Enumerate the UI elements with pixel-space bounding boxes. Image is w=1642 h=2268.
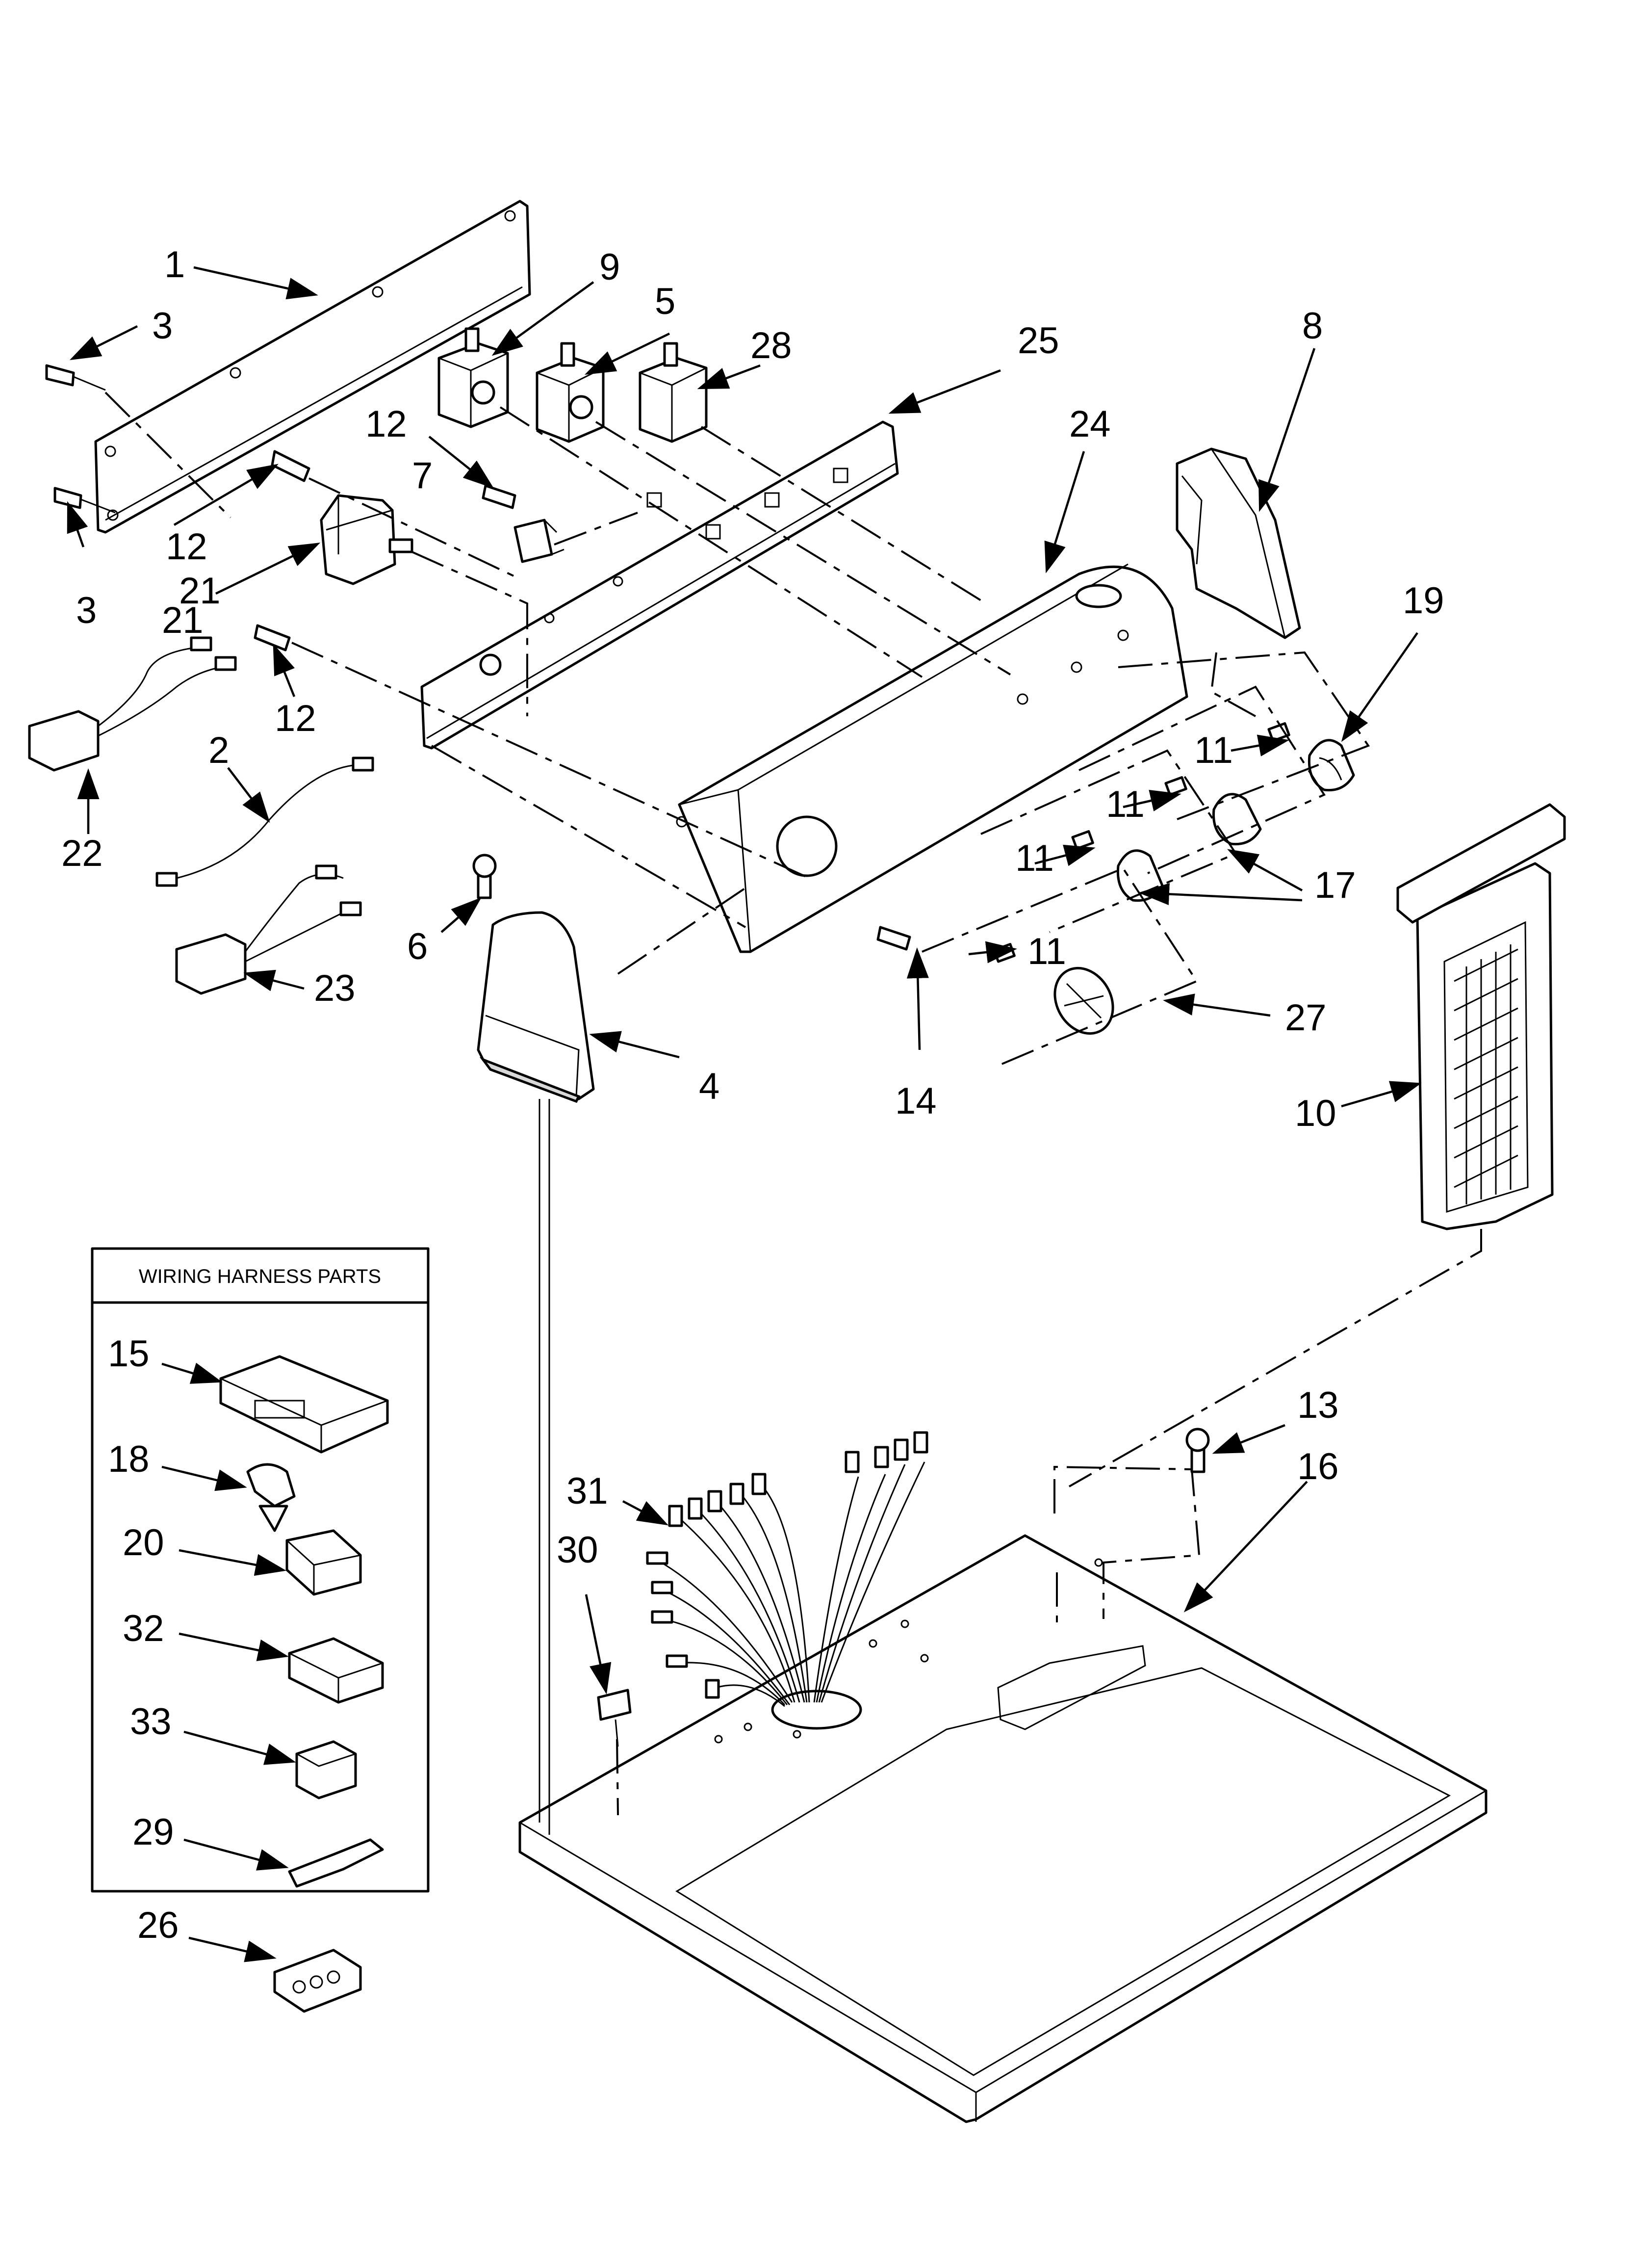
assembly-lines xyxy=(104,391,1482,1816)
part-12-screw-lower xyxy=(254,624,291,652)
callout-12-top: 12 xyxy=(365,403,407,445)
part-4-side-trim xyxy=(477,911,595,1103)
callout-3-lower: 3 xyxy=(76,590,97,631)
callout-1: 1 xyxy=(164,244,185,286)
callout-31: 31 xyxy=(566,1470,608,1512)
part-5-switch xyxy=(536,342,605,443)
callout-21-upper: 21 xyxy=(179,570,221,612)
callout-28: 28 xyxy=(750,325,792,366)
part-32-connector xyxy=(288,1637,384,1704)
callout-labels: 1 3 9 5 28 25 24 8 12 7 12 3 21 21 12 19… xyxy=(61,244,1444,1946)
callout-10: 10 xyxy=(1295,1093,1336,1134)
part-27-knob xyxy=(1053,966,1114,1035)
callout-11-c: 11 xyxy=(1015,837,1054,879)
part-29-terminal xyxy=(288,1838,384,1888)
part-28-switch xyxy=(639,342,708,443)
part-18-clip xyxy=(246,1463,296,1532)
callout-23: 23 xyxy=(314,967,356,1009)
callout-9: 9 xyxy=(599,246,620,288)
callout-24: 24 xyxy=(1069,403,1111,445)
part-11-clip-d xyxy=(993,943,1016,963)
part-19-knob xyxy=(1308,739,1355,792)
callout-17: 17 xyxy=(1314,864,1356,906)
callout-15: 15 xyxy=(108,1333,150,1375)
part-23-harness xyxy=(175,864,362,995)
callout-25: 25 xyxy=(1018,320,1059,362)
part-9-switch xyxy=(437,327,509,428)
part-22-harness xyxy=(28,636,237,772)
callout-11-b: 11 xyxy=(1106,783,1145,825)
callout-13: 13 xyxy=(1297,1384,1339,1426)
callout-8: 8 xyxy=(1302,305,1323,347)
part-1-rear-bracket xyxy=(94,200,531,534)
callout-11-a: 11 xyxy=(1194,730,1233,771)
part-21-timer xyxy=(320,494,413,585)
part-11-clip-c xyxy=(1071,830,1094,850)
part-12-screw-middle xyxy=(482,484,516,509)
callout-18: 18 xyxy=(108,1438,150,1480)
callout-21-lower: 21 xyxy=(162,600,204,641)
callout-22: 22 xyxy=(61,833,103,874)
callout-2: 2 xyxy=(208,730,229,771)
callout-20: 20 xyxy=(123,1522,164,1564)
callout-33: 33 xyxy=(130,1701,172,1743)
part-24-console xyxy=(676,563,1188,953)
part-7-clip xyxy=(513,519,564,563)
callout-27: 27 xyxy=(1285,997,1327,1039)
part-25-console-plate xyxy=(420,420,899,750)
part-26-connector xyxy=(273,1949,362,2013)
part-4-mount-line xyxy=(539,1099,550,1835)
part-31-wiring-harness xyxy=(646,1431,928,1707)
callout-11-d: 11 xyxy=(1027,931,1066,972)
part-10-lint-screen xyxy=(1396,803,1566,1230)
part-30-clip xyxy=(597,1689,632,1747)
part-2-wire xyxy=(155,756,374,887)
part-33-connector xyxy=(295,1740,357,1799)
part-20-connector xyxy=(285,1529,362,1596)
callout-30: 30 xyxy=(557,1529,598,1571)
part-3-screw-upper xyxy=(45,364,106,391)
callout-26: 26 xyxy=(137,1904,179,1946)
callout-3-upper: 3 xyxy=(152,305,173,347)
part-14-screw xyxy=(876,926,911,951)
top-panel-holes xyxy=(714,1558,1103,1744)
callout-4: 4 xyxy=(699,1066,719,1107)
part-8-end-cap xyxy=(1176,447,1301,639)
callout-14: 14 xyxy=(895,1080,937,1122)
callout-29: 29 xyxy=(132,1811,174,1853)
callout-32: 32 xyxy=(123,1608,164,1649)
leader-lines xyxy=(67,266,1422,1962)
lint-screen-mesh xyxy=(1454,944,1518,1204)
part-6-screw xyxy=(472,854,497,899)
callout-6: 6 xyxy=(407,926,428,967)
part-13-screw xyxy=(1185,1428,1210,1473)
callout-16: 16 xyxy=(1297,1446,1339,1487)
callout-5: 5 xyxy=(655,281,675,322)
callout-19: 19 xyxy=(1403,580,1444,622)
callout-12-lower: 12 xyxy=(275,698,316,739)
callout-7: 7 xyxy=(412,455,433,496)
part-11-clip-b xyxy=(1164,776,1187,796)
callout-12-mid: 12 xyxy=(166,526,207,568)
part-17-knob-upper xyxy=(1212,793,1262,846)
part-11-clip-a xyxy=(1267,722,1290,742)
wiring-box-title: WIRING HARNESS PARTS xyxy=(139,1266,381,1287)
part-15-connector xyxy=(219,1355,389,1454)
part-12-screw-top xyxy=(271,450,310,482)
